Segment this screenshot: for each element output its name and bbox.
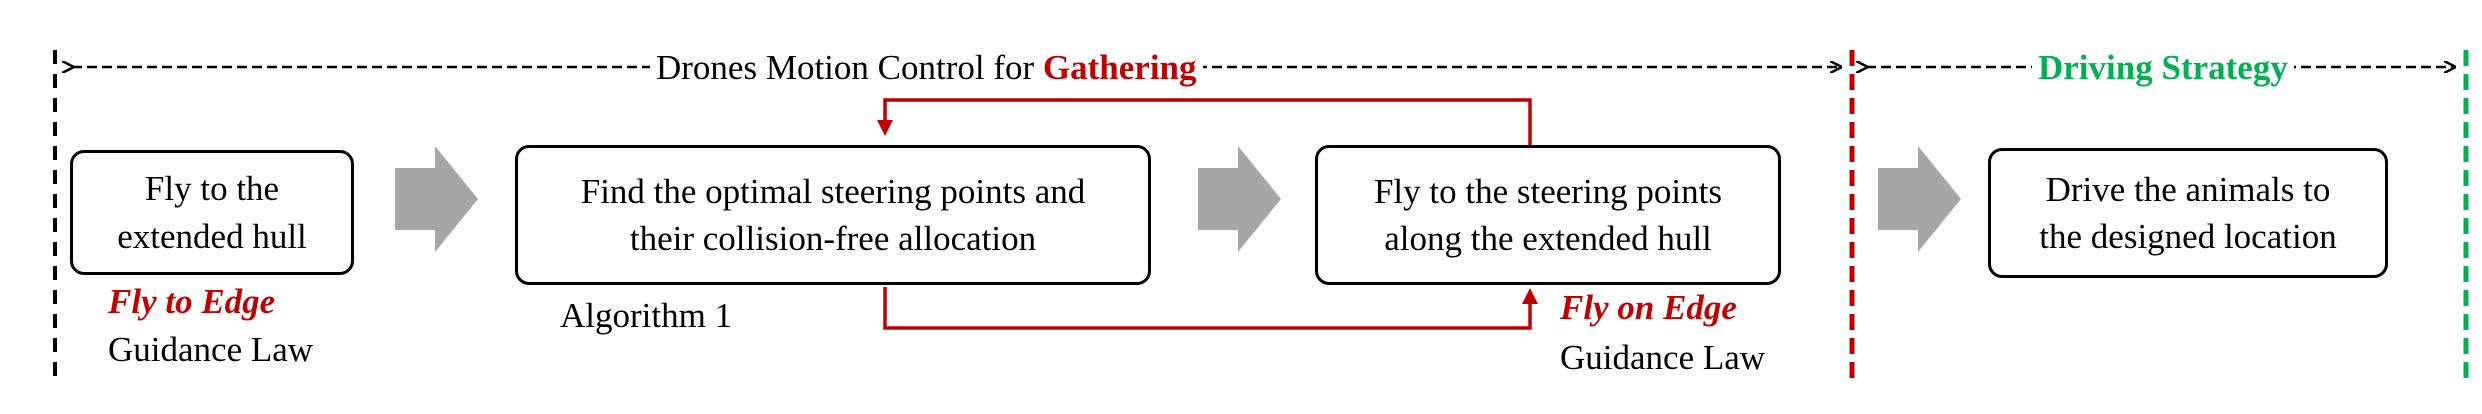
driving-header-label: Driving Strategy bbox=[2038, 48, 2288, 87]
flow-arrow-1 bbox=[395, 146, 478, 252]
gathering-header-highlight: Gathering bbox=[1042, 48, 1197, 87]
gathering-header: Drones Motion Control for Gathering bbox=[650, 50, 1203, 85]
guidance-law-label-1: Guidance Law bbox=[108, 330, 314, 369]
drive-animals-line-2: the designed location bbox=[2039, 217, 2337, 256]
driving-header: Driving Strategy bbox=[2032, 50, 2294, 85]
algorithm-label: Algorithm 1 bbox=[560, 296, 733, 335]
feedback-loop-top bbox=[877, 98, 1532, 145]
find-steering-points-box: Find the optimal steering points and the… bbox=[515, 145, 1151, 285]
drive-animals-line-1: Drive the animals to bbox=[2045, 169, 2331, 209]
guidance-law-label-2: Guidance Law bbox=[1560, 338, 1766, 377]
fly-to-steering-points-box: Fly to the steering points along the ext… bbox=[1315, 145, 1781, 285]
fly-on-edge-label: Fly on Edge bbox=[1560, 288, 1737, 327]
flow-arrow-3 bbox=[1878, 146, 1961, 252]
fly-to-steering-points-line-2: along the extended hull bbox=[1384, 219, 1712, 258]
find-steering-points-line-1: Find the optimal steering points and bbox=[580, 171, 1086, 211]
feedback-loop-bottom bbox=[883, 287, 1538, 330]
fly-to-steering-points-line-1: Fly to the steering points bbox=[1373, 171, 1723, 211]
find-steering-points-line-2: their collision-free allocation bbox=[629, 219, 1037, 258]
fly-to-hull-line-2: extended hull bbox=[117, 216, 307, 256]
fly-to-hull-line-1: Fly to the bbox=[144, 169, 280, 209]
flow-arrow-2 bbox=[1198, 146, 1281, 252]
gathering-header-prefix: Drones Motion Control for bbox=[656, 48, 1043, 87]
drive-animals-box: Drive the animals to the designed locati… bbox=[1988, 148, 2388, 278]
fly-to-edge-label: Fly to Edge bbox=[108, 282, 276, 321]
fly-to-hull-box: Fly to the extended hull bbox=[70, 150, 354, 275]
